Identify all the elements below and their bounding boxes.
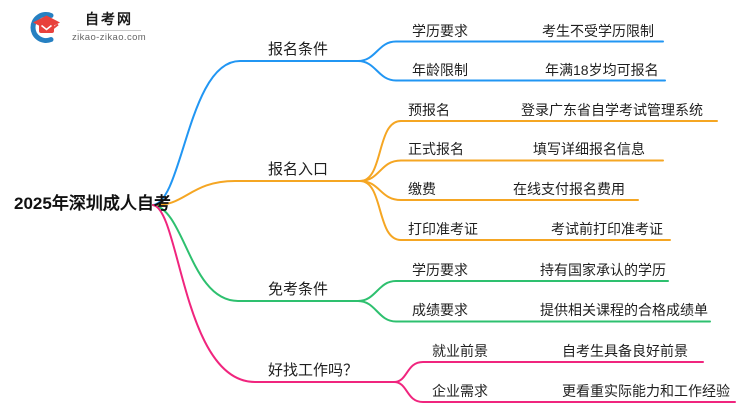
root-node: 2025年深圳成人自考 bbox=[14, 194, 171, 213]
child-age-limit: 年龄限制 bbox=[412, 62, 468, 78]
leaf-pass-transcript: 提供相关课程的合格成绩单 bbox=[540, 302, 708, 318]
branch-job: 好找工作吗？ bbox=[268, 362, 359, 379]
branch-lines-exemption bbox=[152, 204, 711, 323]
branch-exemption: 免考条件 bbox=[268, 281, 329, 298]
child-education-req-2: 学历要求 bbox=[412, 262, 468, 278]
leaf-print-before-exam: 考试前打印准考证 bbox=[551, 221, 663, 237]
child-job-prospects: 就业前景 bbox=[432, 343, 488, 359]
site-url: zikao-zikao.com bbox=[72, 31, 147, 43]
site-name: 自考网 bbox=[85, 11, 134, 28]
child-print-ticket: 打印准考证 bbox=[408, 221, 478, 237]
leaf-practical-ability: 更看重实际能力和工作经验 bbox=[562, 383, 730, 399]
branch-lines-job bbox=[152, 204, 736, 403]
logo-divider bbox=[77, 29, 142, 31]
graduation-cap-logo-icon bbox=[30, 12, 60, 43]
child-formal-registration: 正式报名 bbox=[408, 141, 464, 157]
branch-lines-signup-conditions bbox=[152, 40, 666, 206]
branch-lines-signup-entry bbox=[152, 120, 718, 241]
site-logo: 自考网 zikao-zikao.com bbox=[27, 11, 146, 44]
leaf-age-18: 年满18岁均可报名 bbox=[545, 62, 659, 78]
child-education-req: 学历要求 bbox=[412, 23, 468, 39]
leaf-recognized-diploma: 持有国家承认的学历 bbox=[540, 262, 666, 278]
leaf-online-payment: 在线支付报名费用 bbox=[513, 181, 625, 197]
leaf-fill-info: 填写详细报名信息 bbox=[533, 141, 645, 157]
branch-signup-entry: 报名入口 bbox=[268, 161, 329, 178]
leaf-no-education-limit: 考生不受学历限制 bbox=[542, 23, 654, 39]
child-payment: 缴费 bbox=[408, 181, 436, 197]
leaf-good-prospects: 自考生具备良好前景 bbox=[562, 343, 688, 359]
child-pre-registration: 预报名 bbox=[408, 102, 450, 118]
branch-signup-conditions: 报名条件 bbox=[268, 41, 329, 58]
leaf-login-system: 登录广东省自学考试管理系统 bbox=[521, 102, 703, 118]
child-employer-demand: 企业需求 bbox=[432, 383, 488, 399]
child-score-req: 成绩要求 bbox=[412, 302, 468, 318]
